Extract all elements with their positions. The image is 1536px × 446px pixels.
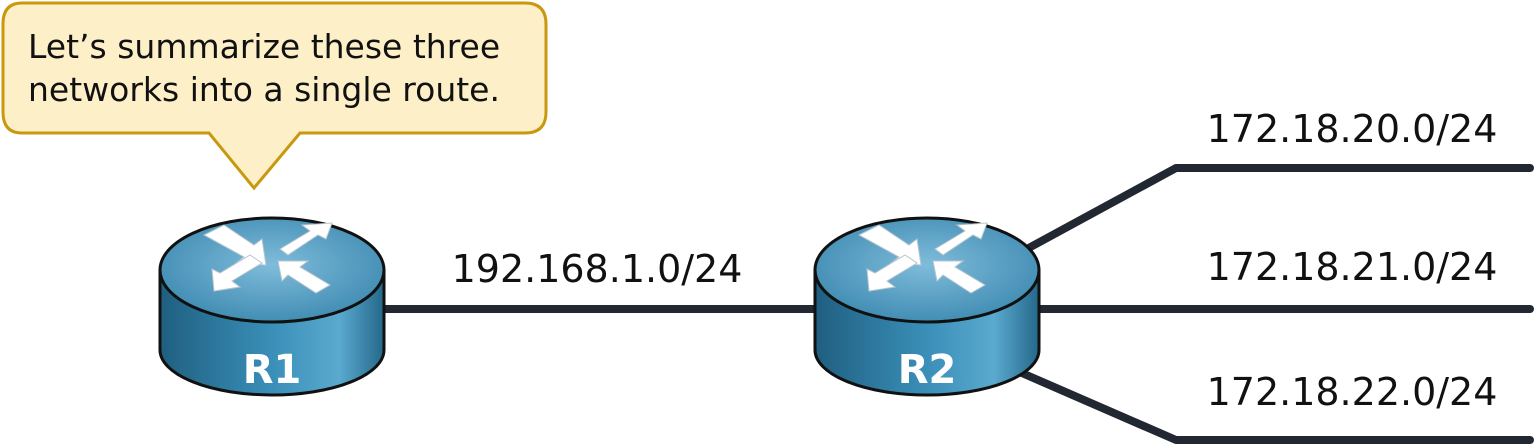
network-label-2: 172.18.21.0/24: [1207, 245, 1498, 289]
router-r1[interactable]: R1: [158, 216, 386, 397]
link-label-r1-r2: 192.168.1.0/24: [452, 247, 743, 291]
router-r2[interactable]: R2: [813, 216, 1041, 397]
network-label-1: 172.18.20.0/24: [1207, 107, 1498, 151]
network-label-3: 172.18.22.0/24: [1207, 370, 1498, 414]
callout-text-line2: networks into a single route.: [28, 70, 500, 109]
callout-text-line1: Let’s summarize these three: [28, 27, 500, 66]
link-r2-net-20: [1021, 164, 1534, 254]
router-r2-label: R2: [898, 347, 957, 393]
router-r1-label: R1: [243, 347, 302, 393]
callout-bubble: Let’s summarize these three networks int…: [1, 1, 548, 191]
link-r2-net-22: [1011, 366, 1534, 444]
